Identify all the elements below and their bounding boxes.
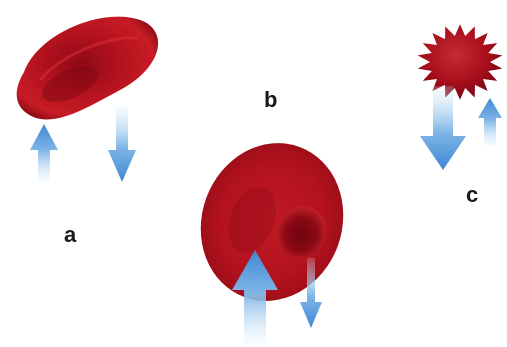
label-b: b <box>264 89 277 111</box>
cell-c-arrow-out <box>420 86 466 170</box>
cell-a-arrow-out <box>108 106 136 182</box>
label-a: a <box>64 224 76 246</box>
label-c: c <box>466 184 478 206</box>
cell-a-arrow-in <box>30 124 58 182</box>
cell-a <box>17 17 158 120</box>
cell-c <box>418 24 503 100</box>
cell-b <box>179 123 365 321</box>
cell-c-arrow-in <box>478 98 502 146</box>
